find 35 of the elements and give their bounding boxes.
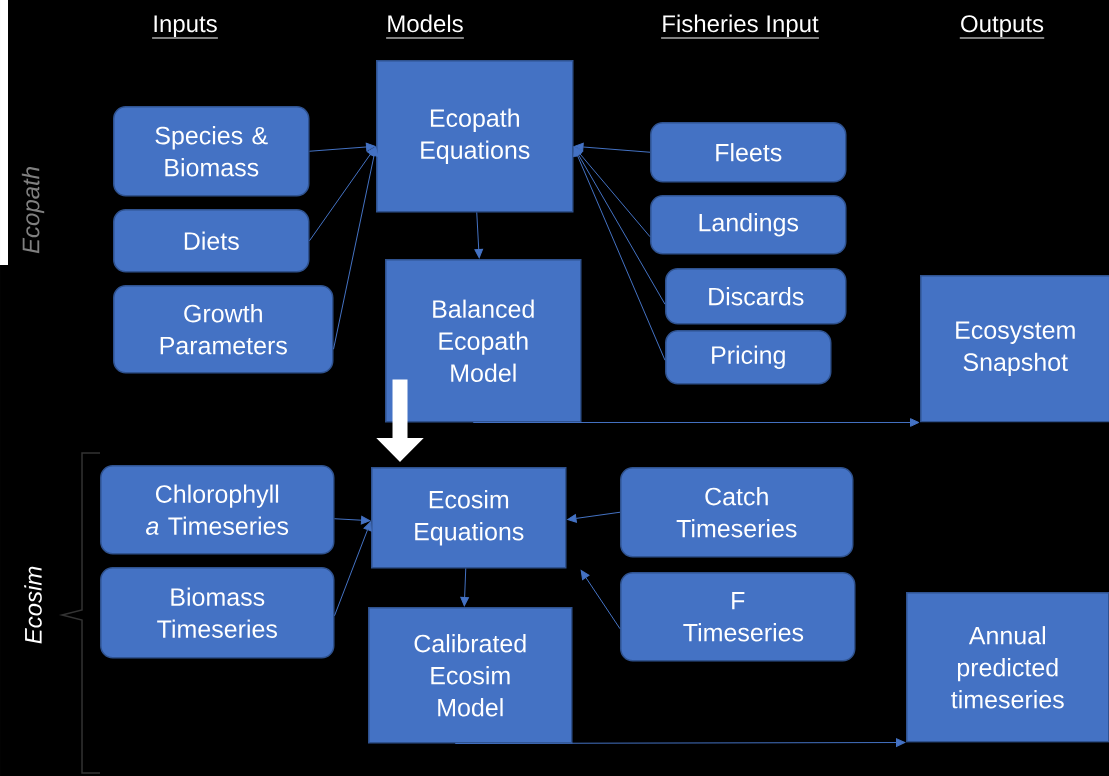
section-label: Ecosim <box>24 566 42 644</box>
process-box: Calibrated Ecosim Model <box>368 607 573 744</box>
rounded-box: F Timeseries <box>620 572 856 662</box>
arrow <box>573 146 666 361</box>
rounded-box: Fleets <box>650 122 847 183</box>
process-box: Ecopath Equations <box>376 60 574 213</box>
rounded-box: Chlorophyll a Timeseries <box>100 465 335 555</box>
arrow <box>454 738 906 747</box>
arrow <box>567 511 621 523</box>
arrow <box>460 568 469 607</box>
rounded-box: Landings <box>650 195 847 255</box>
rounded-box: Biomass Timeseries <box>100 567 335 659</box>
arrow <box>472 418 920 427</box>
rounded-box: Pricing <box>665 330 832 385</box>
process-box: Ecosystem Snapshot <box>920 275 1109 423</box>
column-heading: Outputs <box>959 15 1045 39</box>
arrow <box>309 142 376 152</box>
rounded-box: Growth Parameters <box>113 285 334 374</box>
column-heading: Models <box>385 14 465 39</box>
rounded-box: Catch Timeseries <box>620 467 854 558</box>
arrow <box>580 570 621 630</box>
process-box: Balanced Ecopath Model <box>385 259 582 423</box>
column-heading: Inputs <box>151 15 219 39</box>
arrow <box>333 146 379 350</box>
rounded-box: Diets <box>113 209 310 273</box>
rounded-box: Species & Biomass <box>113 106 310 197</box>
arrow <box>474 212 484 259</box>
column-heading: Fisheries Input <box>660 14 820 39</box>
section-label: Ecopath <box>21 167 45 254</box>
arrow <box>334 521 372 617</box>
arrow <box>574 142 651 153</box>
rounded-box: Discards <box>665 268 847 325</box>
process-box: Annual predicted timeseries <box>906 592 1109 743</box>
arrow <box>334 515 371 525</box>
process-box: Ecosim Equations <box>371 467 567 569</box>
